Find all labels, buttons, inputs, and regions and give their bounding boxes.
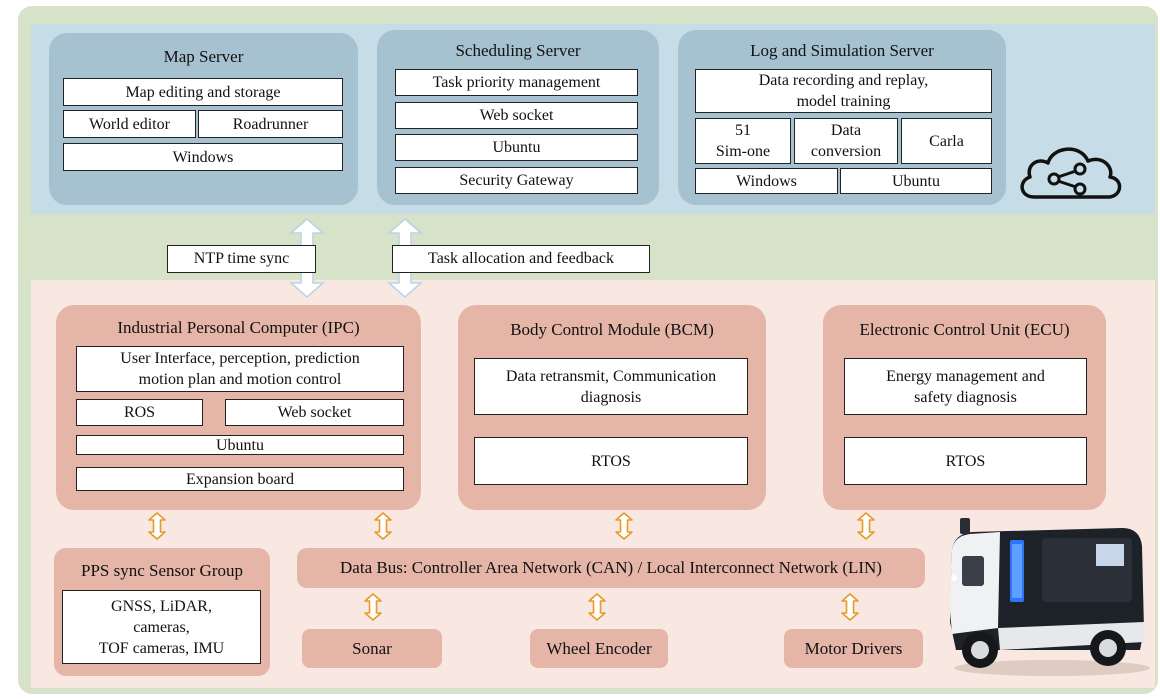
scheduling-ubuntu-box: Ubuntu [395,134,638,161]
bcm-data-line2: diagnosis [580,388,642,406]
ntp-time-sync-label: NTP time sync [167,245,316,273]
sonar-box: Sonar [302,629,442,668]
wheel-encoder-box: Wheel Encoder [530,629,668,668]
task-allocation-label: Task allocation and feedback [392,245,650,273]
ipc-ros-box: ROS [76,399,203,426]
roadrunner-box: Roadrunner [198,110,343,138]
data-conversion-line2: conversion [810,143,882,160]
sensor-list-line3: TOF cameras, IMU [98,639,225,657]
data-conversion-line1: Data [830,122,862,139]
ecu-module: Electronic Control Unit (ECU) Energy man… [823,305,1106,510]
ipc-title: Industrial Personal Computer (IPC) [117,318,360,337]
sim-one-box: 51 Sim-one [695,118,791,164]
sensor-list-line2: cameras, [133,618,190,636]
map-editing-box: Map editing and storage [63,78,343,106]
ecu-energy-box: Energy management and safety diagnosis [844,358,1087,415]
data-recording-box: Data recording and replay, model trainin… [695,69,992,113]
sensor-list-box: GNSS, LiDAR, cameras, TOF cameras, IMU [62,590,261,664]
bcm-data-line1: Data retransmit, Communication [505,367,717,385]
sensor-list-line1: GNSS, LiDAR, [111,597,212,615]
ecu-title: Electronic Control Unit (ECU) [859,320,1070,339]
bcm-title: Body Control Module (BCM) [510,320,714,339]
bcm-data-box: Data retransmit, Communication diagnosis [474,358,748,415]
map-windows-box: Windows [63,143,343,171]
task-priority-box: Task priority management [395,69,638,96]
map-server-title: Map Server [163,47,244,66]
data-bus: Data Bus: Controller Area Network (CAN) … [297,548,925,588]
scheduling-server: Scheduling Server Task priority manageme… [377,30,659,205]
ipc-expansion-board-box: Expansion board [76,467,404,491]
ipc-ui-line2: motion plan and motion control [138,371,342,388]
bcm-module: Body Control Module (BCM) Data retransmi… [458,305,766,510]
log-ubuntu-box: Ubuntu [840,168,992,194]
motor-drivers-box: Motor Drivers [784,629,923,668]
scheduling-web-socket-box: Web socket [395,102,638,129]
ipc-ui-line1: User Interface, perception, prediction [120,350,360,367]
bcm-rtos-box: RTOS [474,437,748,485]
cloud-share-icon [1020,147,1122,199]
ipc-web-socket-box: Web socket [225,399,404,426]
ipc-module: Industrial Personal Computer (IPC) User … [56,305,421,510]
security-gateway-box: Security Gateway [395,167,638,194]
data-recording-line2: model training [796,93,891,110]
ipc-ui-box: User Interface, perception, prediction m… [76,346,404,392]
ipc-ubuntu-box: Ubuntu [76,435,404,455]
map-server: Map Server Map editing and storage World… [49,33,358,205]
pps-sensor-title: PPS sync Sensor Group [81,561,243,580]
log-windows-box: Windows [695,168,838,194]
ecu-energy-line2: safety diagnosis [914,388,1017,406]
data-recording-line1: Data recording and replay, [758,72,929,89]
sim-one-line2: Sim-one [715,143,771,160]
sim-one-line1: 51 [735,122,751,139]
vehicle-image [950,518,1150,676]
log-simulation-server: Log and Simulation Server Data recording… [678,30,1006,205]
carla-box: Carla [901,118,992,164]
ecu-energy-line1: Energy management and [886,367,1045,385]
world-editor-box: World editor [63,110,196,138]
data-conversion-box: Data conversion [794,118,898,164]
scheduling-server-title: Scheduling Server [455,41,581,60]
ecu-rtos-box: RTOS [844,437,1087,485]
pps-sensor-group: PPS sync Sensor Group GNSS, LiDAR, camer… [54,548,270,676]
log-server-title: Log and Simulation Server [750,41,934,60]
